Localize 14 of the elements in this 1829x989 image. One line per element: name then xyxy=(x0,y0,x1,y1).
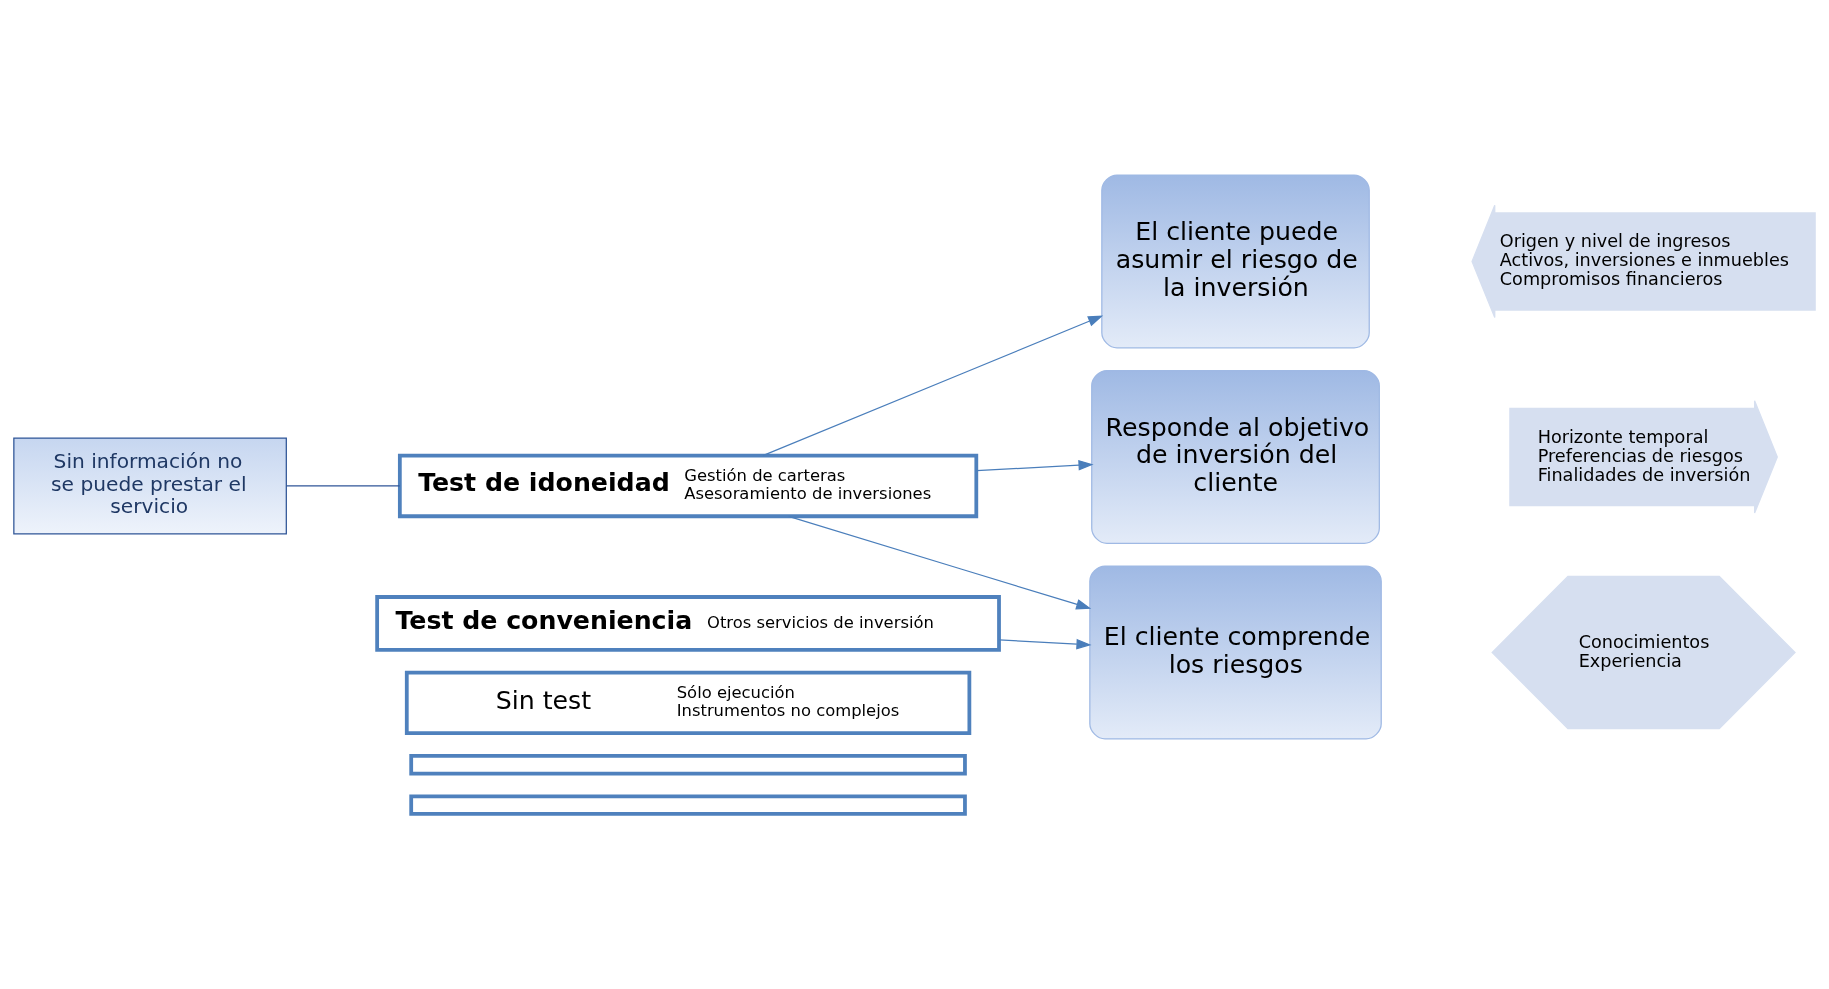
node-box xyxy=(409,754,967,776)
node-box: El cliente comprende los riesgos xyxy=(1089,565,1382,740)
node-box: Sin test Sólo ejecución Instrumentos no complejos xyxy=(404,670,972,736)
arrow xyxy=(788,515,1092,610)
node-box: Sin información no se puede prestar el servicio xyxy=(13,437,287,535)
connector xyxy=(285,485,401,487)
arrow xyxy=(762,315,1104,457)
node-box: Responde al objetivo de inversión del cliente xyxy=(1091,369,1380,544)
arrow xyxy=(975,459,1094,472)
node-box: Test de conveniencia Otros servicios de inversión xyxy=(375,595,1001,652)
node-box xyxy=(409,794,967,816)
node-box: Test de idoneidad Gestión de carteras Asesoramiento de inversiones xyxy=(397,453,979,519)
node-box: El cliente puede asumir el riesgo de la inversión xyxy=(1101,174,1370,349)
arrow xyxy=(998,638,1092,650)
